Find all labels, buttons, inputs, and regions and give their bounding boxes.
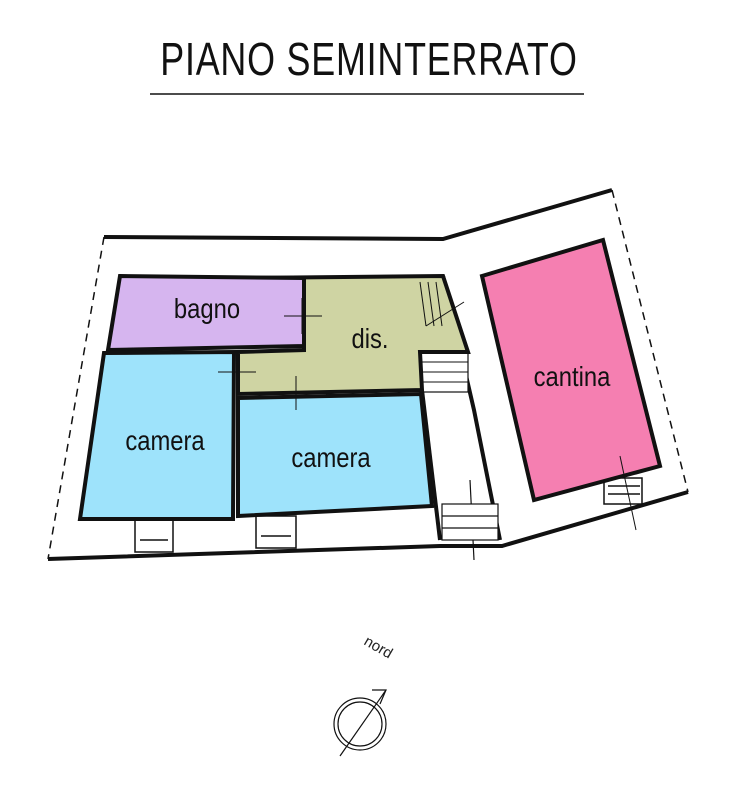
stairs-bottom (441, 503, 499, 541)
room-bagno[interactable] (105, 273, 306, 353)
north-arrow-icon (333, 689, 387, 757)
room-label-dis: dis. (351, 322, 388, 354)
room-camera-left[interactable] (77, 349, 237, 521)
room-cantina[interactable] (479, 237, 663, 503)
window-wells (134, 477, 643, 553)
room-camera-center[interactable] (236, 391, 435, 519)
stairs-dis (419, 281, 465, 327)
room-label-camera-left: camera (125, 424, 205, 456)
page-title: PIANO SEMINTERRATO (160, 33, 578, 85)
nord-label: nord (361, 633, 396, 663)
corridor-walls (419, 275, 502, 561)
room-label-bagno: bagno (174, 292, 240, 324)
door-marks (218, 298, 637, 531)
room-label-camera-center: camera (291, 441, 371, 473)
room-label-cantina: cantina (534, 360, 611, 392)
building-outline (47, 188, 689, 561)
